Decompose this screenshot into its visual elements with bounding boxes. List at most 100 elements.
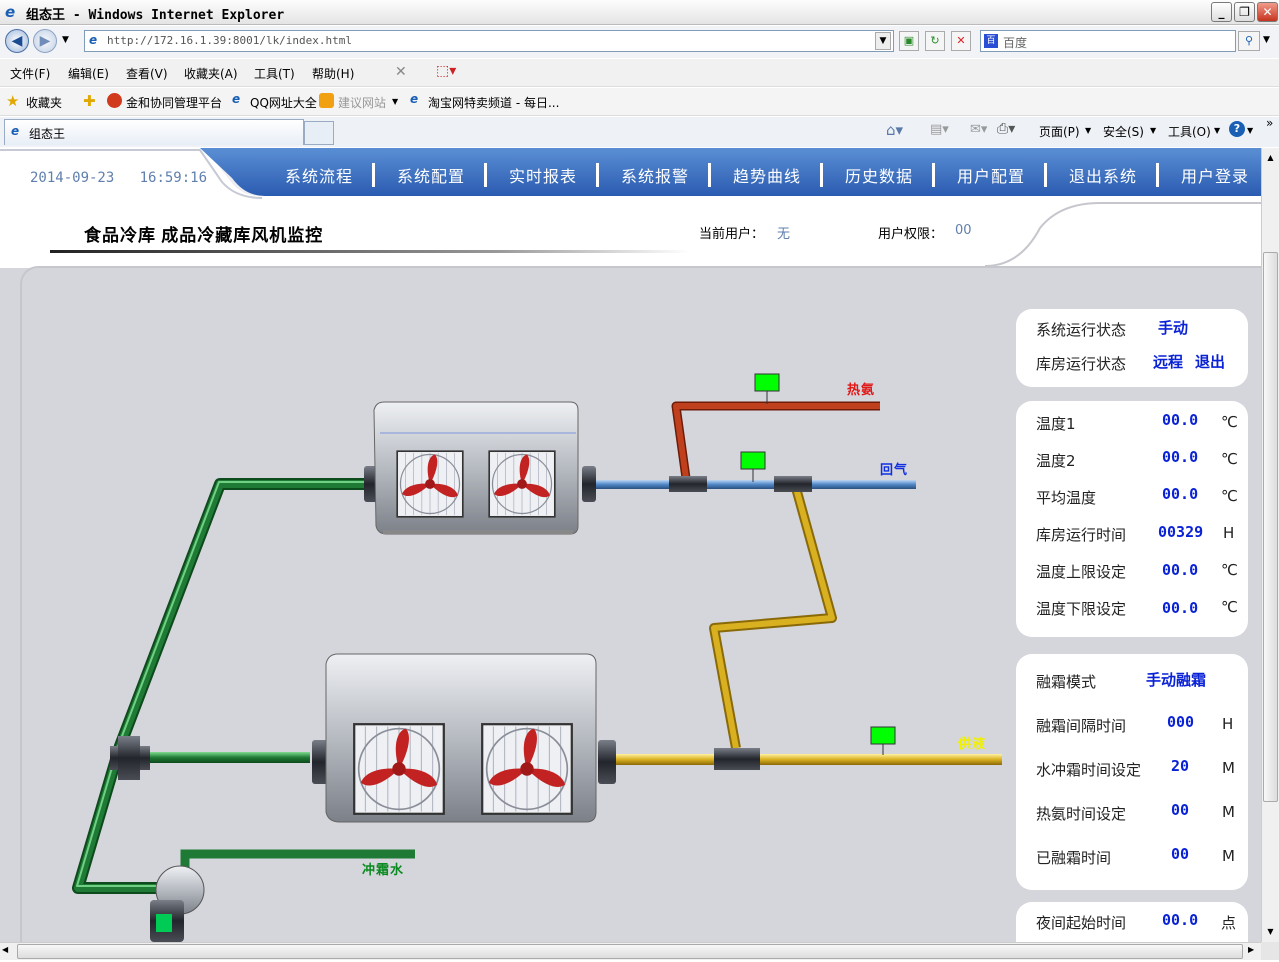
- night-start-value[interactable]: 00.0: [1162, 911, 1199, 929]
- menu-help[interactable]: 帮助(H): [312, 67, 355, 81]
- process-diagram: 热氨 回气 供液 冲霜水: [72, 373, 1002, 942]
- mail-icon[interactable]: ✉▾: [970, 122, 988, 137]
- favorite-item[interactable]: QQ网址大全: [250, 96, 317, 110]
- favorites-star-icon[interactable]: ★: [6, 92, 20, 110]
- hot-ammonia-pipe: [671, 401, 880, 479]
- flush-water-pipe: [180, 849, 415, 859]
- refresh-icon[interactable]: ↻: [925, 31, 945, 51]
- defrost-row-value[interactable]: 00: [1171, 801, 1190, 819]
- menu-edit[interactable]: 编辑(E): [68, 67, 109, 81]
- help-icon[interactable]: ?: [1229, 121, 1245, 137]
- minimize-button[interactable]: _: [1211, 2, 1232, 22]
- water-pump: [150, 865, 205, 942]
- defrost-row-value[interactable]: 00: [1171, 845, 1190, 863]
- safety-dropdown-icon[interactable]: ▼: [1150, 126, 1157, 135]
- nav-separator: [820, 163, 823, 187]
- defrost-row-value[interactable]: 000: [1167, 713, 1195, 731]
- water-branch-pipe: [140, 752, 310, 763]
- close-toolbar-icon[interactable]: ✕: [395, 64, 407, 80]
- favorite-item[interactable]: 建议网站: [338, 96, 387, 110]
- browser-tab[interactable]: e 组态王: [4, 119, 304, 145]
- scroll-thumb[interactable]: [1263, 252, 1278, 802]
- convert-pdf-icon[interactable]: ⬚▾: [436, 63, 457, 79]
- scroll-up-icon[interactable]: ▲: [1267, 153, 1274, 162]
- horizontal-scrollbar[interactable]: ◀ ▶: [0, 942, 1261, 960]
- help-dropdown-icon[interactable]: ▼: [1247, 126, 1254, 135]
- defrost-mode-value[interactable]: 手动融霜: [1146, 672, 1207, 689]
- permission-value: 00: [955, 223, 972, 238]
- temp-row-value[interactable]: 00.0: [1162, 599, 1199, 617]
- menu-bar: 文件(F) 编辑(E) 查看(V) 收藏夹(A) 工具(T) 帮助(H) ✕ ⬚…: [0, 59, 1279, 87]
- safety-menu[interactable]: 安全(S): [1103, 125, 1144, 139]
- feeds-icon[interactable]: ▤▾: [930, 122, 949, 137]
- temp-row-unit: H: [1223, 524, 1235, 542]
- chevron-more-icon[interactable]: »: [1266, 116, 1274, 130]
- add-favorite-icon[interactable]: ✚: [83, 92, 96, 110]
- nav-separator: [708, 163, 711, 187]
- ie-logo-icon: e: [5, 3, 16, 21]
- suggested-dropdown-icon[interactable]: ▼: [392, 97, 399, 106]
- nav-system-alarm[interactable]: 系统报警: [621, 167, 690, 186]
- tools-menu[interactable]: 工具(O): [1168, 125, 1211, 139]
- defrost-row-unit: M: [1222, 803, 1235, 821]
- defrost-mode-label: 融霜模式: [1036, 673, 1097, 691]
- room-state-remote[interactable]: 远程: [1153, 354, 1184, 371]
- page-icon: e: [89, 33, 98, 47]
- nav-separator: [596, 163, 599, 187]
- temp-row-value[interactable]: 00.0: [1162, 561, 1199, 579]
- temp-row-value[interactable]: 00.0: [1162, 411, 1199, 429]
- history-dropdown-icon[interactable]: ▼: [62, 35, 69, 45]
- search-options-icon[interactable]: ▼: [1263, 35, 1270, 45]
- address-url: http://172.16.1.39:8001/lk/index.html: [107, 34, 353, 47]
- page-title: 食品冷库 成品冷藏库风机监控: [84, 226, 324, 245]
- favorite-item[interactable]: 淘宝网特卖频道 - 每日...: [428, 96, 560, 110]
- address-bar[interactable]: e http://172.16.1.39:8001/lk/index.html …: [84, 30, 894, 52]
- search-icon[interactable]: ⚲: [1238, 31, 1260, 51]
- scroll-down-icon[interactable]: ▼: [1267, 927, 1274, 936]
- temp-row-value[interactable]: 00329: [1158, 523, 1204, 541]
- print-icon[interactable]: ⎙▾: [997, 121, 1016, 137]
- back-button[interactable]: ◀: [5, 29, 29, 53]
- maximize-button[interactable]: ❐: [1234, 2, 1255, 22]
- temp-row-unit: ℃: [1221, 487, 1238, 505]
- room-state-label: 库房运行状态: [1036, 355, 1127, 373]
- new-tab-button[interactable]: [304, 121, 334, 145]
- h-scroll-thumb[interactable]: [17, 944, 1243, 959]
- search-box[interactable]: 百 百度: [980, 30, 1236, 52]
- menu-view[interactable]: 查看(V): [126, 67, 168, 81]
- favorite-item[interactable]: 金和协同管理平台: [126, 96, 223, 110]
- nav-exit-system[interactable]: 退出系统: [1069, 167, 1138, 186]
- forward-button[interactable]: ▶: [33, 29, 57, 53]
- scroll-right-icon[interactable]: ▶: [1248, 945, 1255, 954]
- scroll-left-icon[interactable]: ◀: [2, 945, 9, 954]
- menu-favorites[interactable]: 收藏夹(A): [184, 67, 238, 81]
- nav-trend-curve[interactable]: 趋势曲线: [733, 167, 802, 186]
- nav-user-login[interactable]: 用户登录: [1181, 167, 1250, 186]
- compat-view-icon[interactable]: ▣: [899, 31, 919, 51]
- nav-system-flow[interactable]: 系统流程: [285, 167, 354, 186]
- page-dropdown-icon[interactable]: ▼: [1085, 126, 1092, 135]
- pipe-fitting: [774, 476, 812, 492]
- favorites-label[interactable]: 收藏夹: [26, 96, 63, 110]
- defrost-row-value[interactable]: 20: [1171, 757, 1190, 775]
- nav-system-config[interactable]: 系统配置: [397, 167, 466, 186]
- system-state-value[interactable]: 手动: [1158, 320, 1189, 337]
- home-icon[interactable]: ⌂▾: [886, 121, 904, 139]
- close-button[interactable]: ✕: [1257, 2, 1278, 22]
- temp-row-value[interactable]: 00.0: [1162, 485, 1199, 503]
- address-row: ◀ ▶ ▼ e http://172.16.1.39:8001/lk/index…: [0, 26, 1279, 58]
- address-dropdown-icon[interactable]: ▼: [875, 32, 891, 50]
- tools-dropdown-icon[interactable]: ▼: [1214, 126, 1221, 135]
- menu-tools[interactable]: 工具(T): [254, 67, 295, 81]
- nav-history-data[interactable]: 历史数据: [845, 167, 914, 186]
- menu-file[interactable]: 文件(F): [10, 67, 51, 81]
- stop-icon[interactable]: ✕: [951, 31, 971, 51]
- nav-realtime-report[interactable]: 实时报表: [509, 167, 578, 186]
- page-menu[interactable]: 页面(P): [1039, 125, 1080, 139]
- nav-separator: [1156, 163, 1159, 187]
- nav-user-config[interactable]: 用户配置: [957, 167, 1026, 186]
- window-title: 组态王 - Windows Internet Explorer: [26, 8, 285, 23]
- room-state-exit[interactable]: 退出: [1195, 354, 1226, 371]
- temp-row-value[interactable]: 00.0: [1162, 448, 1199, 466]
- vertical-scrollbar[interactable]: ▲ ▼: [1261, 148, 1279, 942]
